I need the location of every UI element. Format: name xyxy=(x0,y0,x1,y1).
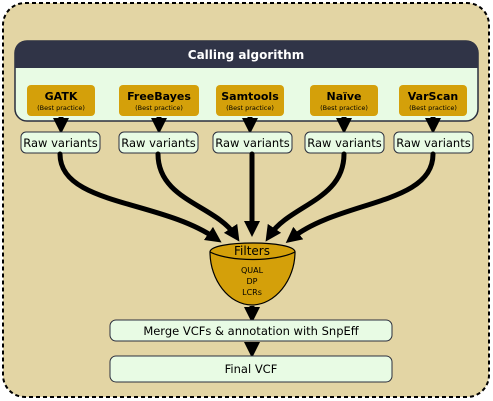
caller-naive: Naïve (Best practice) xyxy=(310,85,378,116)
filter-item: QUAL xyxy=(241,266,264,275)
caller-box xyxy=(119,85,199,116)
caller-name: FreeBayes xyxy=(127,90,191,103)
raw-variants-1: Raw variants xyxy=(20,131,101,154)
curved-arrow xyxy=(57,151,222,243)
caller-freebayes: FreeBayes (Best practice) xyxy=(119,85,199,116)
curved-arrow xyxy=(285,151,436,243)
caller-box xyxy=(310,85,378,116)
final-step: Final VCF xyxy=(109,355,393,383)
caller-note: (Best practice) xyxy=(37,104,85,112)
filters-funnel: Filters QUAL DP LCRs xyxy=(209,242,296,306)
merge-step: Merge VCFs & annotation with SnpEff xyxy=(109,319,393,342)
raw-variants-label: Raw variants xyxy=(215,136,289,150)
merge-arrows xyxy=(57,151,436,243)
caller-name: Naïve xyxy=(326,90,361,103)
curved-arrow xyxy=(265,151,347,242)
final-label: Final VCF xyxy=(225,362,278,376)
raw-variants-3: Raw variants xyxy=(212,131,293,154)
merge-label: Merge VCFs & annotation with SnpEff xyxy=(143,324,359,338)
raw-variants-4: Raw variants xyxy=(304,131,385,154)
caller-samtools: Samtools (Best practice) xyxy=(216,85,284,116)
raw-variants-5: Raw variants xyxy=(393,131,474,154)
caller-note: (Best practice) xyxy=(320,104,368,112)
caller-arrows xyxy=(52,117,442,135)
caller-note: (Best practice) xyxy=(135,104,183,112)
caller-varscan: VarScan (Best practice) xyxy=(399,85,467,116)
calling-header-fill xyxy=(15,55,478,68)
curved-arrow xyxy=(155,151,240,242)
raw-variants-label: Raw variants xyxy=(121,136,195,150)
caller-name: Samtools xyxy=(221,90,279,103)
caller-name: VarScan xyxy=(408,90,458,103)
calling-header-title: Calling algorithm xyxy=(188,48,304,62)
merge-box xyxy=(109,319,393,342)
raw-variants-label: Raw variants xyxy=(396,136,470,150)
filter-item: LCRs xyxy=(242,288,262,297)
caller-box xyxy=(216,85,284,116)
caller-gatk: GATK (Best practice) xyxy=(27,85,95,116)
raw-variants-label: Raw variants xyxy=(307,136,381,150)
raw-variants-2: Raw variants xyxy=(118,131,199,154)
caller-box xyxy=(399,85,467,116)
caller-note: (Best practice) xyxy=(226,104,274,112)
caller-box xyxy=(27,85,95,116)
filters-title: Filters xyxy=(234,244,270,258)
filter-item: DP xyxy=(247,277,258,286)
caller-name: GATK xyxy=(45,90,78,103)
raw-variants-label: Raw variants xyxy=(23,136,97,150)
funnel-rim xyxy=(209,251,296,261)
final-box xyxy=(109,355,393,383)
caller-note: (Best practice) xyxy=(409,104,457,112)
